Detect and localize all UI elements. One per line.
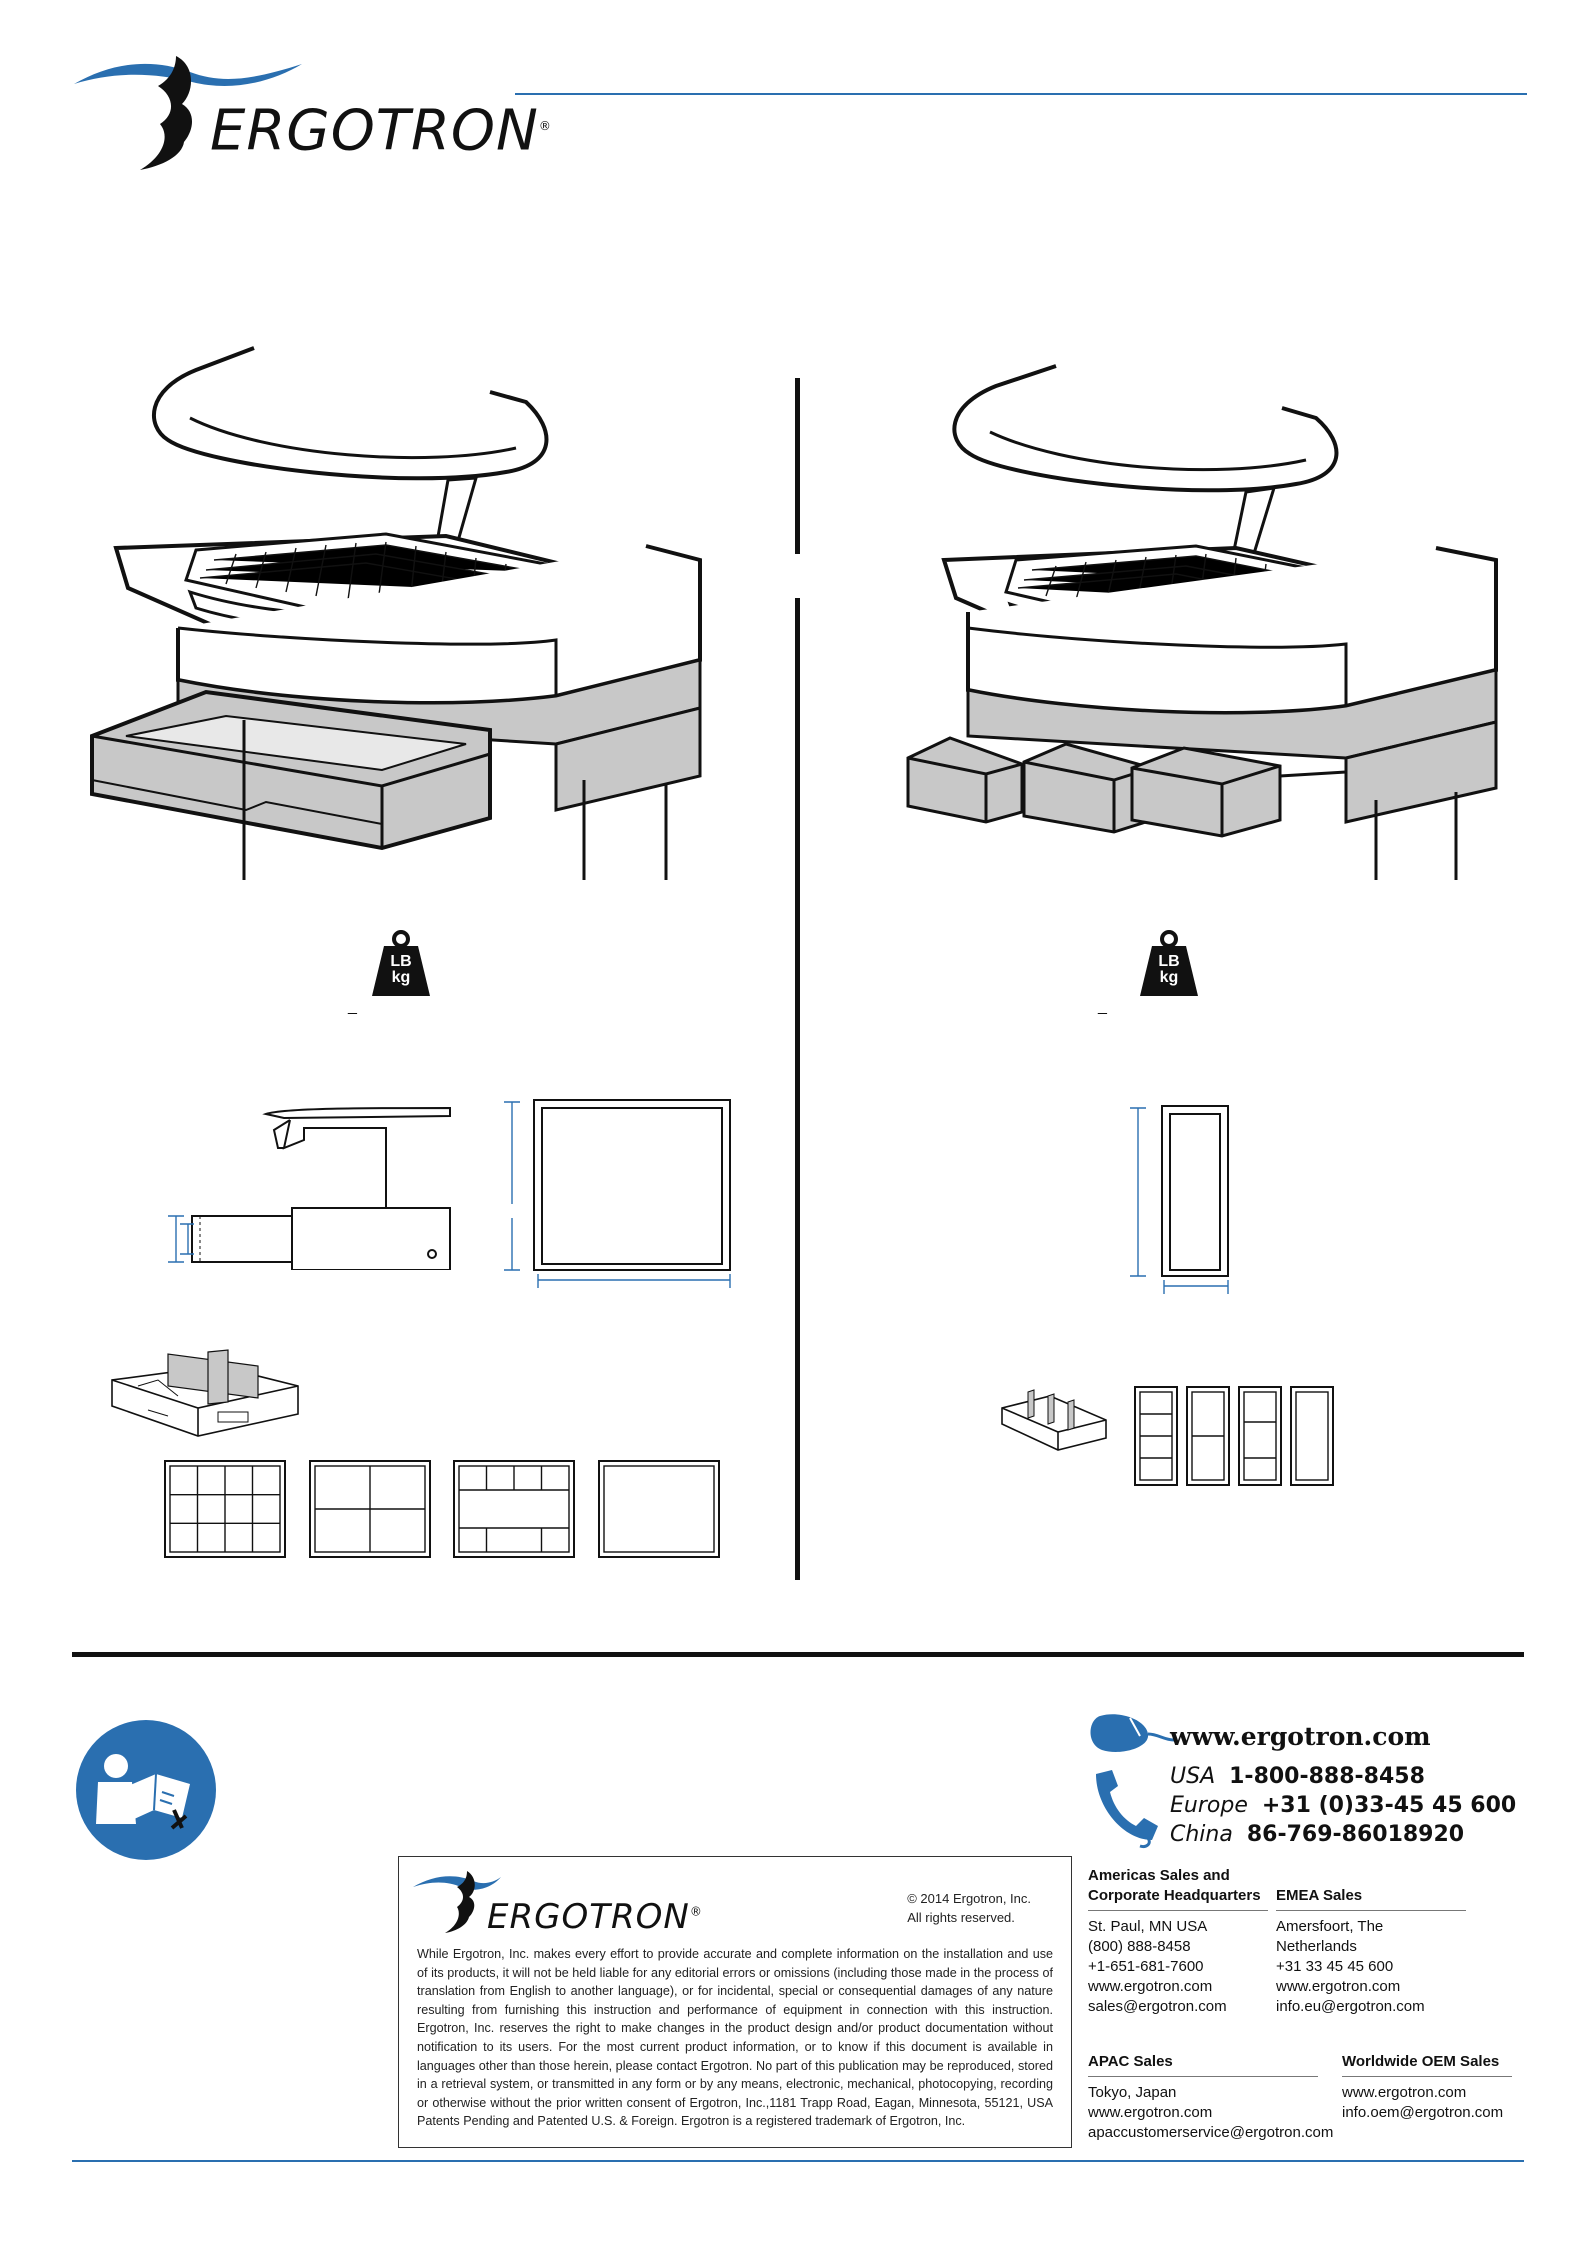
read-manual-icon <box>76 1720 216 1860</box>
phone-usa: USA 1-800-888-8458 <box>1170 1764 1425 1789</box>
phone-number: +31 (0)33-45 45 600 <box>1261 1793 1517 1818</box>
website-link[interactable]: www.ergotron.com <box>1170 1722 1431 1751</box>
divider-layout-4 <box>309 1460 431 1558</box>
sales-email[interactable]: sales@ergotron.com <box>1088 1998 1227 2015</box>
weight-value-right: _ <box>1098 998 1107 1015</box>
phone-label: China <box>1170 1822 1233 1847</box>
sales-email[interactable]: apaccustomerservice@ergotron.com <box>1088 2124 1334 2141</box>
sales-line: Tokyo, Japan <box>1088 2084 1177 2101</box>
sales-email[interactable]: info.eu@ergotron.com <box>1276 1998 1425 2015</box>
legal-brand-wordmark: ERGOTRON® <box>487 1897 703 1937</box>
ergotron-swoosh-icon <box>74 56 302 170</box>
side-dimension-drawing <box>164 1100 464 1270</box>
narrow-drawer-dimension-drawing <box>1122 1100 1242 1296</box>
divider-layout-12 <box>164 1460 286 1558</box>
weight-unit-kg: kg <box>1159 969 1179 986</box>
legal-disclaimer: While Ergotron, Inc. makes every effort … <box>417 1947 1053 2129</box>
copyright-line: © 2014 Ergotron, Inc. <box>907 1891 1031 1906</box>
column-divider-bottom <box>795 598 800 1580</box>
section-divider-rule <box>72 1652 1524 1657</box>
narrow-layout-1 <box>1290 1386 1334 1486</box>
copyright: © 2014 Ergotron, Inc. All rights reserve… <box>907 1889 1031 1927</box>
phone-china: China 86-769-86018920 <box>1170 1822 1464 1847</box>
sales-line: +1-651-681-7600 <box>1088 1958 1204 1975</box>
sales-apac: APAC Sales Tokyo, Japan www.ergotron.com… <box>1088 2052 1334 2143</box>
footer-rule <box>72 2160 1524 2162</box>
column-divider-top <box>795 378 800 554</box>
rights-line: All rights reserved. <box>907 1910 1015 1925</box>
sales-line: Amersfoort, The Netherlands <box>1276 1918 1384 1955</box>
sales-americas: Americas Sales and Corporate Headquarter… <box>1088 1866 1268 2017</box>
brand-wordmark: ERGOTRON® <box>210 98 552 164</box>
header-rule <box>515 93 1527 95</box>
sales-link[interactable]: www.ergotron.com <box>1276 1978 1401 1995</box>
sales-heading: Worldwide OEM Sales <box>1342 2053 1500 2070</box>
weight-value-left: _ <box>348 998 357 1015</box>
sales-heading: APAC Sales <box>1088 2053 1173 2070</box>
narrow-drawer-divider-illustration <box>998 1386 1110 1456</box>
phone-europe: Europe +31 (0)33-45 45 600 <box>1170 1793 1516 1818</box>
weight-limit-icon-right: LB kg <box>1140 930 1198 996</box>
top-dimension-drawing <box>500 1094 740 1294</box>
weight-unit-kg: kg <box>391 969 411 986</box>
ergotron-logo: ERGOTRON® <box>72 52 551 176</box>
weight-icon <box>1140 930 1198 996</box>
sales-link[interactable]: www.ergotron.com <box>1342 2084 1467 2101</box>
sales-heading: EMEA Sales <box>1276 1887 1363 1904</box>
sales-link[interactable]: www.ergotron.com <box>1088 1978 1213 1995</box>
sales-line: +31 33 45 45 600 <box>1276 1958 1394 1975</box>
phone-number: 86-769-86018920 <box>1246 1822 1465 1847</box>
single-drawer-illustration <box>86 340 726 880</box>
weight-limit-icon-left: LB kg <box>372 930 430 996</box>
sales-line: (800) 888-8458 <box>1088 1938 1191 1955</box>
sales-line: St. Paul, MN USA <box>1088 1918 1208 1935</box>
divider-layout-1 <box>598 1460 720 1558</box>
sales-heading: Americas Sales and <box>1088 1867 1230 1884</box>
weight-icon <box>372 930 430 996</box>
phone-number: 1-800-888-8458 <box>1229 1764 1425 1789</box>
weight-unit-lb: LB <box>1158 953 1180 970</box>
sales-email[interactable]: info.oem@ergotron.com <box>1342 2104 1504 2121</box>
drawer-divider-illustration <box>108 1346 308 1446</box>
weight-unit-lb: LB <box>390 953 412 970</box>
ergotron-swoosh-icon <box>413 1871 501 1933</box>
sales-oem: Worldwide OEM Sales www.ergotron.com inf… <box>1342 2052 1512 2123</box>
phone-icon <box>1090 1768 1160 1850</box>
sales-link[interactable]: www.ergotron.com <box>1088 2104 1213 2121</box>
sales-heading: Corporate Headquarters <box>1088 1887 1261 1904</box>
narrow-layout-3 <box>1238 1386 1282 1486</box>
sales-emea: EMEA Sales Amersfoort, The Netherlands +… <box>1276 1886 1466 2017</box>
phone-label: Europe <box>1170 1793 1248 1818</box>
divider-layout-8 <box>453 1460 575 1558</box>
legal-notice-box: ERGOTRON® © 2014 Ergotron, Inc. All righ… <box>398 1856 1072 2148</box>
triple-drawer-illustration <box>896 360 1516 880</box>
narrow-layout-2 <box>1186 1386 1230 1486</box>
phone-label: USA <box>1170 1764 1216 1789</box>
narrow-layout-4 <box>1134 1386 1178 1486</box>
mouse-icon <box>1090 1712 1174 1756</box>
